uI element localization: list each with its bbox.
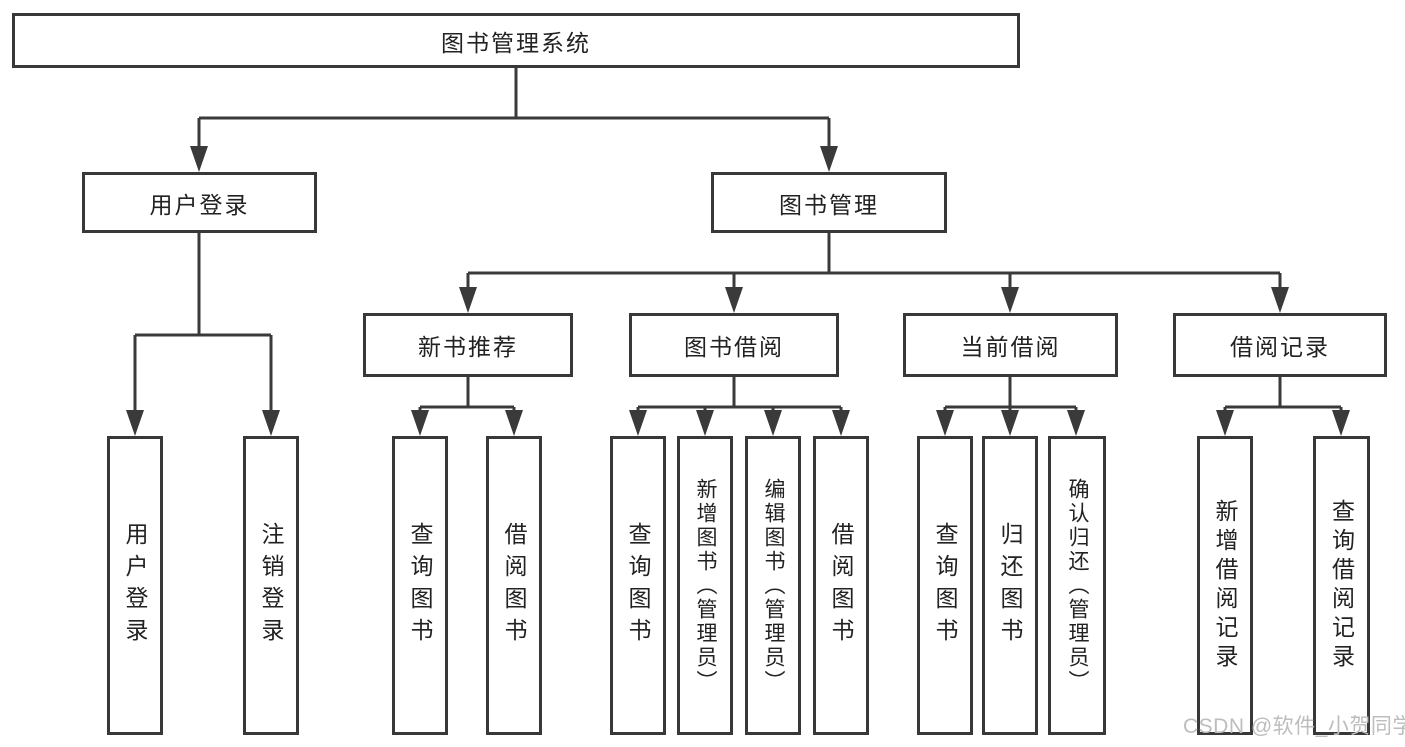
leaf-borrow-borrow-books-label: 借阅图书 <box>828 521 854 650</box>
leaf-borrow-borrow-books: 借阅图书 <box>813 436 869 735</box>
leaf-current-query-books: 查询图书 <box>917 436 973 735</box>
leaf-borrow-add-books-admin: 新增图书（管理员） <box>677 436 733 735</box>
leaf-records-add-record: 新增借阅记录 <box>1197 436 1253 735</box>
node-root-label: 图书管理系统 <box>441 29 591 56</box>
leaf-records-add-record-label: 新增借阅记录 <box>1212 498 1238 673</box>
leaf-borrow-edit-books-admin: 编辑图书（管理员） <box>745 436 801 735</box>
leaf-recommend-query-books-label: 查询图书 <box>407 521 433 650</box>
node-new-book-recommend-label: 新书推荐 <box>418 334 518 360</box>
node-new-book-recommend: 新书推荐 <box>363 313 573 377</box>
leaf-current-confirm-return-admin: 确认归还（管理员） <box>1048 436 1106 735</box>
node-book-management-label: 图书管理 <box>779 191 879 218</box>
leaf-borrow-query-books: 查询图书 <box>610 436 666 735</box>
leaf-logout: 注销登录 <box>243 436 299 735</box>
leaf-current-confirm-return-admin-label: 确认归还（管理员） <box>1066 477 1089 694</box>
leaf-user-login: 用户登录 <box>107 436 163 735</box>
leaf-borrow-query-books-label: 查询图书 <box>625 521 651 650</box>
leaf-borrow-edit-books-admin-label: 编辑图书（管理员） <box>762 477 785 694</box>
node-user-login: 用户登录 <box>82 172 317 233</box>
leaf-records-query-record-label: 查询借阅记录 <box>1328 498 1355 673</box>
node-book-borrow-label: 图书借阅 <box>684 334 784 360</box>
leaf-records-query-record: 查询借阅记录 <box>1313 436 1370 735</box>
node-root: 图书管理系统 <box>12 13 1020 68</box>
csdn-watermark: CSDN @软件_小贺同学 <box>1183 715 1405 738</box>
node-current-borrow: 当前借阅 <box>903 313 1118 377</box>
leaf-user-login-label: 用户登录 <box>122 521 148 650</box>
leaf-recommend-borrow-books-label: 借阅图书 <box>501 521 527 650</box>
node-book-management: 图书管理 <box>711 172 947 233</box>
leaf-recommend-borrow-books: 借阅图书 <box>486 436 542 735</box>
leaf-current-query-books-label: 查询图书 <box>932 521 958 650</box>
leaf-current-return-books-label: 归还图书 <box>997 521 1023 650</box>
leaf-recommend-query-books: 查询图书 <box>392 436 448 735</box>
leaf-current-return-books: 归还图书 <box>982 436 1038 735</box>
leaf-logout-label: 注销登录 <box>258 521 284 650</box>
arrowheads <box>126 146 1350 436</box>
leaf-borrow-add-books-admin-label: 新增图书（管理员） <box>694 477 717 694</box>
node-book-borrow: 图书借阅 <box>629 313 839 377</box>
node-borrow-records: 借阅记录 <box>1173 313 1387 377</box>
node-current-borrow-label: 当前借阅 <box>960 334 1061 360</box>
node-borrow-records-label: 借阅记录 <box>1230 334 1330 360</box>
node-user-login-label: 用户登录 <box>149 191 250 218</box>
